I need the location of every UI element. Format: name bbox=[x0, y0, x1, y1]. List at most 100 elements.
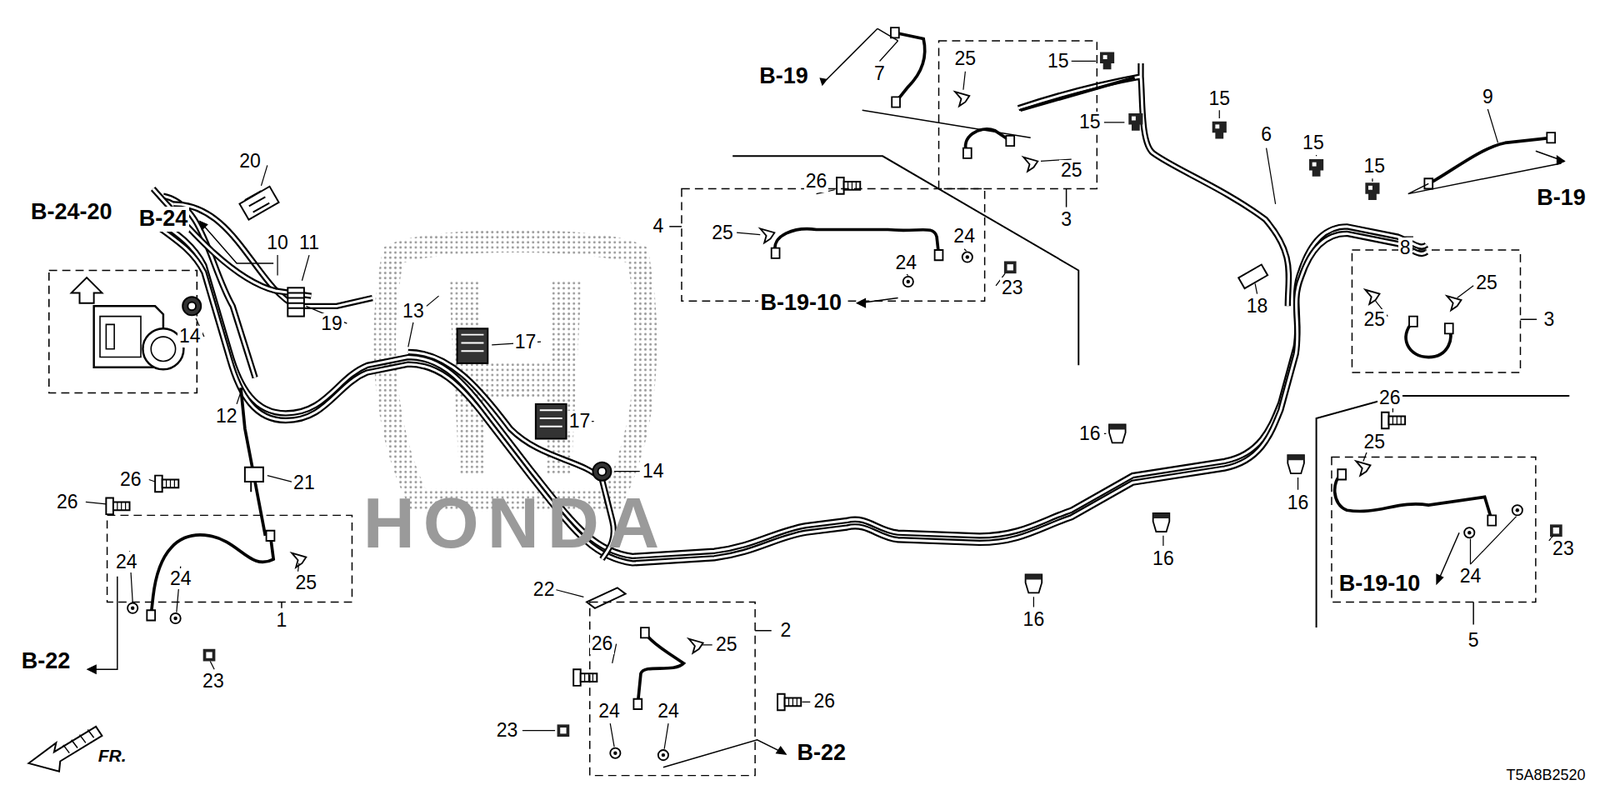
group-brackets bbox=[107, 515, 353, 602]
reference-arrows bbox=[877, 28, 898, 41]
small-parts bbox=[535, 404, 567, 440]
fasteners bbox=[777, 694, 801, 711]
callout-number: 26 bbox=[590, 633, 615, 655]
callout-number: 18 bbox=[1245, 295, 1270, 317]
group-brackets bbox=[1331, 457, 1536, 603]
callout-number: 25 bbox=[1474, 272, 1500, 294]
brake-hoses bbox=[150, 32, 1551, 705]
hose-fittings bbox=[1337, 469, 1346, 480]
brake-pipes bbox=[1018, 63, 1289, 306]
hose-fittings bbox=[1487, 515, 1496, 525]
fasteners bbox=[1355, 460, 1370, 475]
brake-hoses bbox=[150, 535, 274, 615]
callout-number: 7 bbox=[872, 63, 887, 85]
section-reference: B-24 bbox=[137, 206, 190, 232]
callout-number: 3 bbox=[1059, 209, 1074, 230]
small-parts bbox=[592, 462, 611, 481]
reference-arrows bbox=[820, 78, 826, 85]
clips bbox=[1309, 159, 1324, 177]
callout-number: 26 bbox=[804, 170, 830, 192]
fasteners bbox=[962, 251, 973, 262]
clips bbox=[1287, 455, 1305, 474]
group-brackets bbox=[755, 630, 772, 631]
group-brackets bbox=[1472, 601, 1474, 625]
small-parts bbox=[598, 467, 607, 476]
reference-arrows bbox=[857, 299, 866, 308]
callout-number: 16 bbox=[1021, 609, 1047, 630]
callout-number: 25 bbox=[953, 48, 979, 70]
brake-hoses bbox=[775, 229, 940, 255]
small-parts bbox=[182, 296, 201, 315]
divider-lines bbox=[732, 155, 1079, 365]
hose-fittings bbox=[935, 250, 944, 260]
leader-lines bbox=[195, 318, 640, 472]
small-parts bbox=[287, 292, 305, 308]
clips bbox=[1365, 182, 1380, 200]
callout-number: 20 bbox=[237, 150, 263, 172]
callout-number: 15 bbox=[1362, 155, 1388, 177]
hose-fittings bbox=[1546, 132, 1555, 143]
small-parts bbox=[245, 467, 264, 492]
callout-number: 25 bbox=[714, 634, 740, 655]
callout-number: 26 bbox=[1377, 387, 1403, 409]
brake-hoses bbox=[1428, 137, 1551, 184]
brake-pipes bbox=[153, 223, 1427, 564]
callout-number: 23 bbox=[495, 720, 520, 741]
callout-number: 24 bbox=[168, 568, 194, 590]
small-parts bbox=[287, 287, 305, 316]
small-parts bbox=[182, 186, 1268, 609]
brake-pipes bbox=[153, 223, 1427, 564]
group-brackets bbox=[669, 225, 682, 227]
leader-lines bbox=[1071, 60, 1373, 181]
hose-fittings bbox=[1409, 316, 1418, 327]
callout-number: 14 bbox=[640, 460, 666, 482]
brake-hoses bbox=[637, 632, 684, 705]
reference-arrows bbox=[862, 110, 1031, 138]
small-parts bbox=[1238, 265, 1268, 290]
callout-number: 24 bbox=[1458, 565, 1484, 587]
callout-number: 6 bbox=[1259, 124, 1274, 145]
fasteners bbox=[105, 91, 1562, 760]
reference-arrows bbox=[200, 221, 274, 264]
hose-fittings bbox=[640, 627, 650, 638]
callout-number: 26 bbox=[55, 491, 80, 513]
hose-fittings bbox=[266, 530, 275, 541]
callout-number: 22 bbox=[531, 579, 557, 600]
clips bbox=[1153, 513, 1170, 532]
clips bbox=[1109, 424, 1126, 443]
fasteners bbox=[105, 498, 130, 515]
brake-pipes bbox=[153, 189, 312, 297]
callout-number: 24 bbox=[951, 225, 977, 247]
hose-fittings bbox=[633, 699, 642, 710]
callout-number: 4 bbox=[650, 215, 665, 237]
brake-pipes bbox=[240, 387, 265, 536]
callout-number: 17 bbox=[567, 410, 593, 432]
group-brackets bbox=[1351, 250, 1520, 373]
group-brackets bbox=[280, 601, 282, 608]
section-reference: B-24-20 bbox=[29, 200, 115, 225]
fasteners bbox=[1446, 295, 1461, 310]
divider-lines bbox=[732, 155, 1570, 628]
brake-hoses bbox=[1335, 474, 1493, 520]
fasteners bbox=[127, 603, 138, 614]
fasteners bbox=[557, 724, 570, 737]
leader-lines bbox=[1375, 236, 1475, 413]
abs-modulator bbox=[71, 277, 103, 304]
hose-fittings bbox=[771, 248, 780, 259]
front-arrow bbox=[28, 726, 102, 772]
brake-pipes bbox=[153, 189, 312, 297]
callout-number: 3 bbox=[1541, 309, 1556, 330]
fasteners bbox=[903, 276, 914, 287]
callout-number: 25 bbox=[294, 572, 320, 594]
group-brackets bbox=[939, 40, 1098, 190]
callout-number: 17 bbox=[513, 331, 539, 353]
reference-arrows bbox=[90, 576, 118, 670]
fasteners bbox=[155, 475, 179, 493]
fasteners bbox=[955, 91, 970, 106]
fasteners bbox=[658, 750, 669, 760]
clips bbox=[1025, 574, 1043, 593]
callout-number: 25 bbox=[1059, 160, 1085, 181]
hose-fittings bbox=[1005, 135, 1015, 146]
reference-arrows bbox=[1439, 532, 1460, 580]
fasteners bbox=[1365, 290, 1380, 305]
